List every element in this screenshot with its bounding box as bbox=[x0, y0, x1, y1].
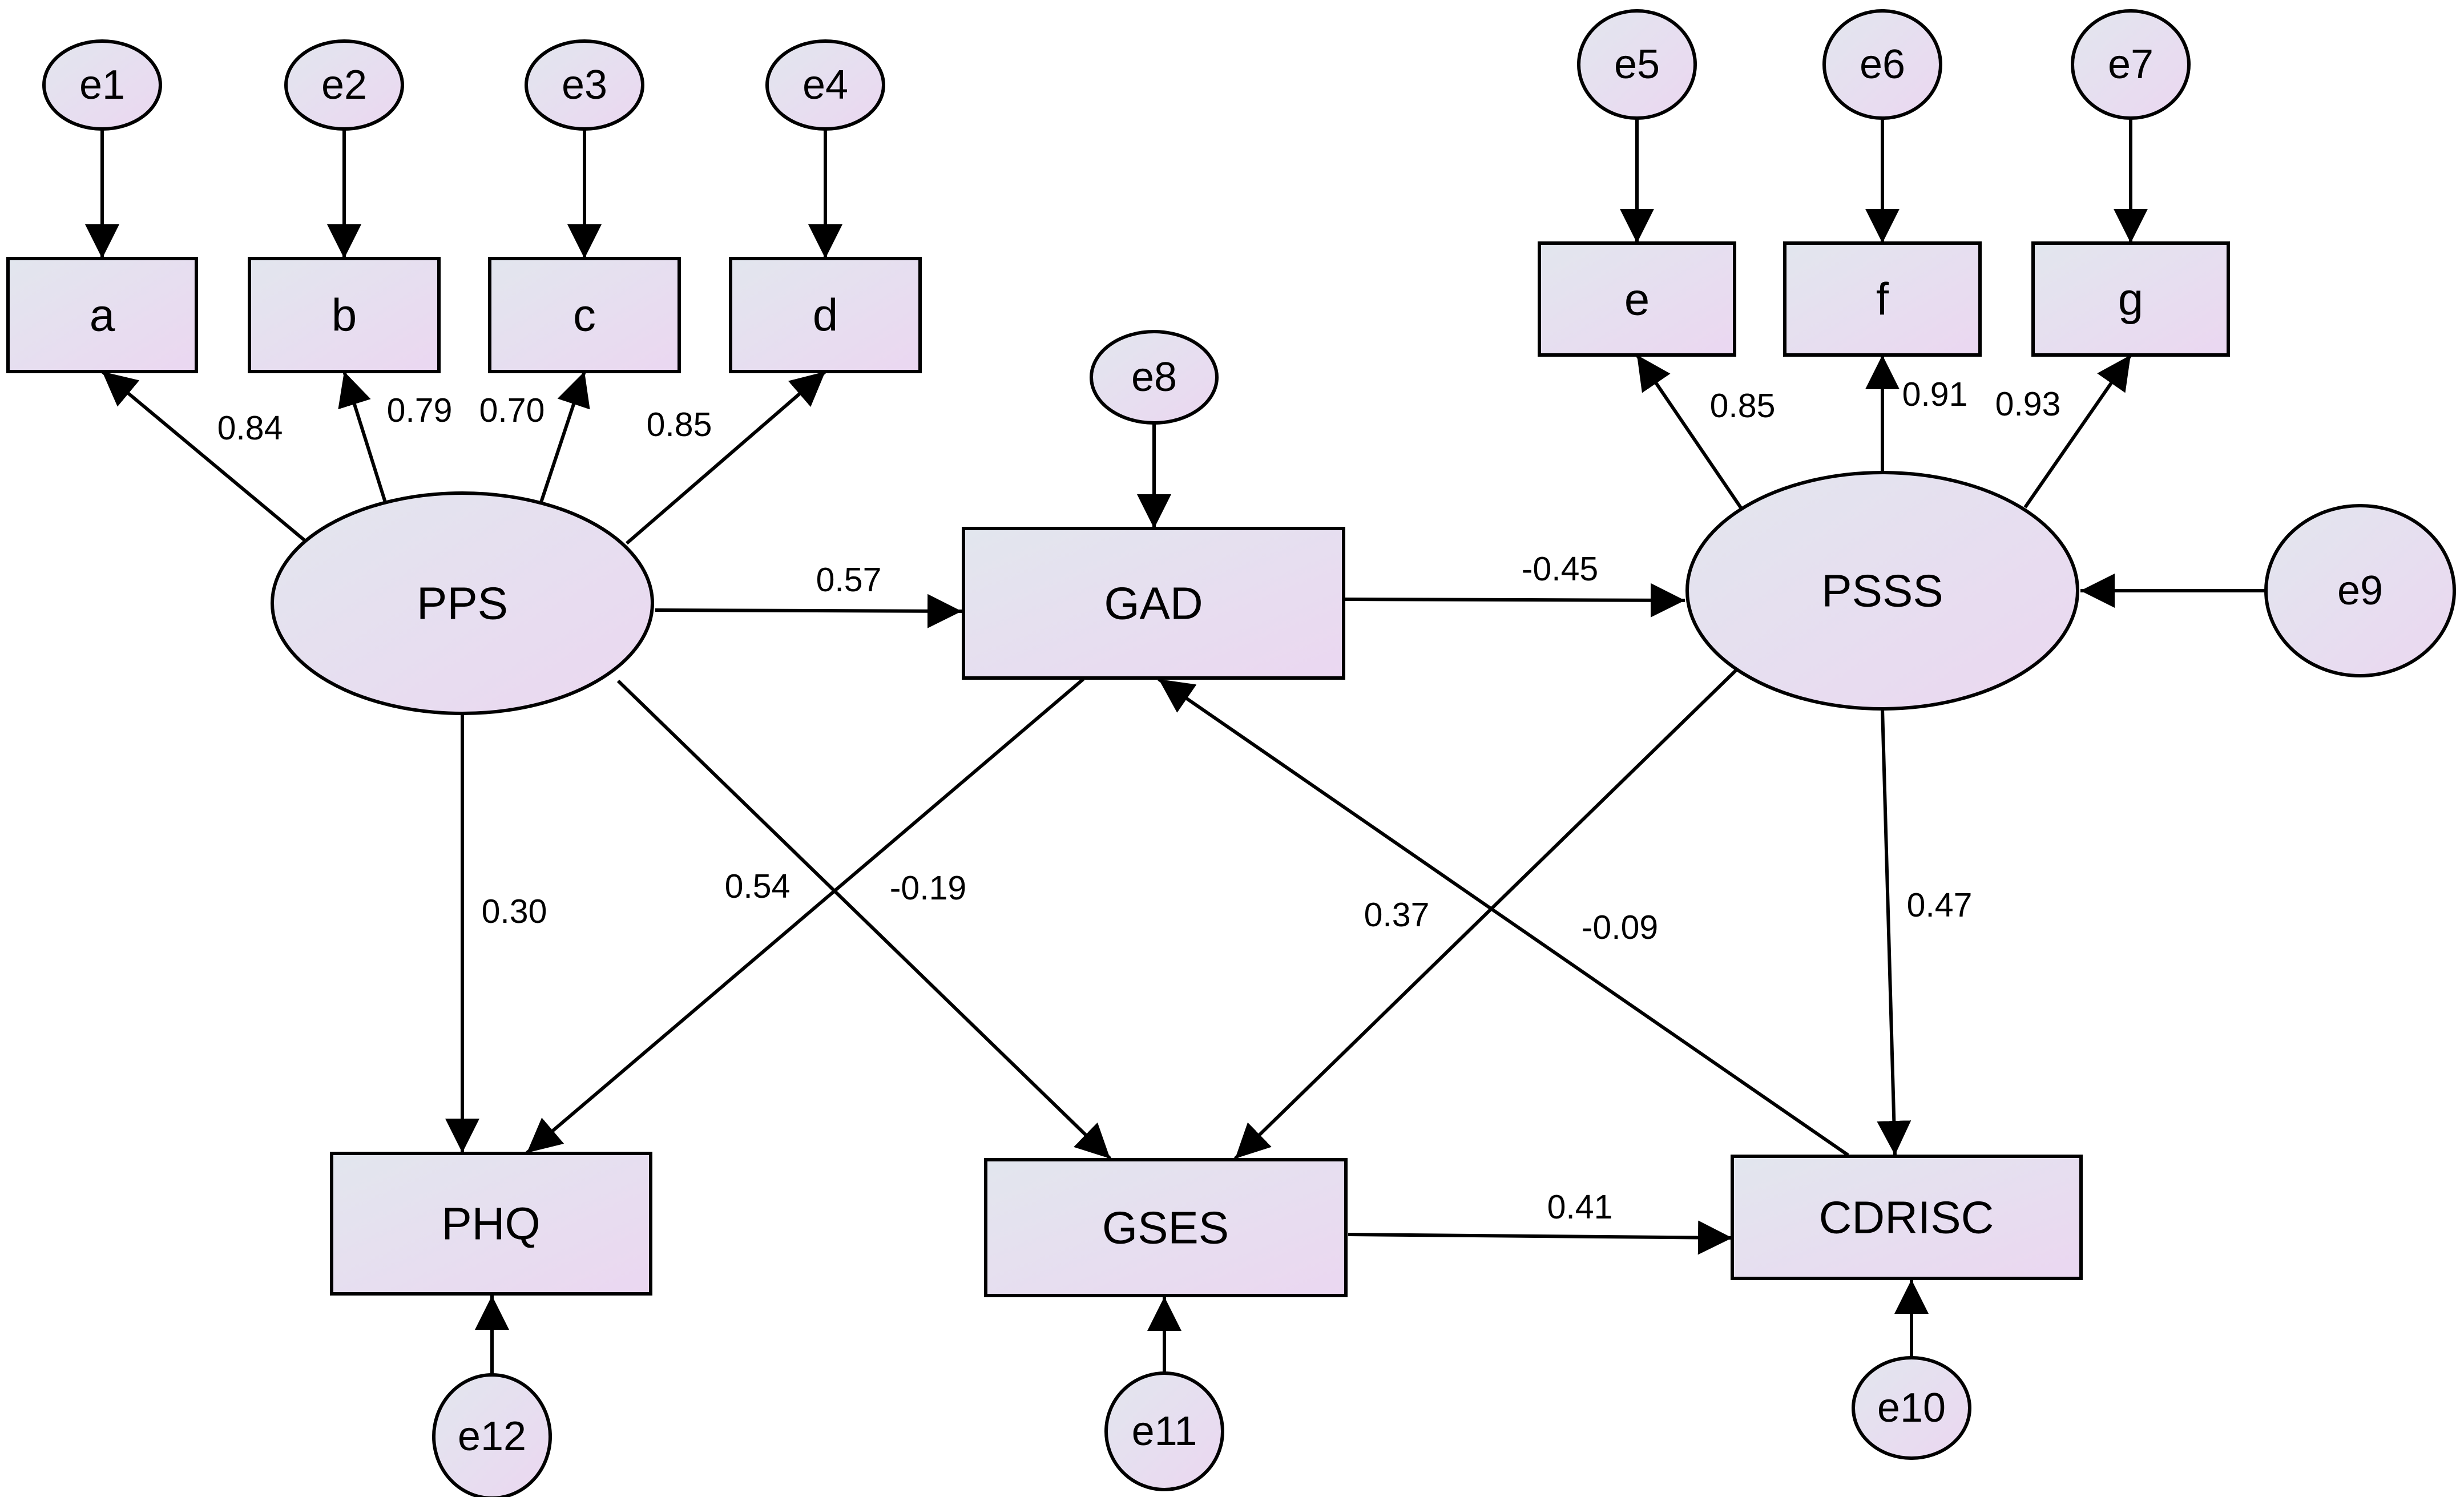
node-cdrisc: CDRISC bbox=[1731, 1155, 2083, 1280]
edge-pps-c bbox=[539, 371, 590, 503]
coef-pps-b: 0.79 bbox=[387, 392, 453, 429]
edge-gad-psss bbox=[1343, 583, 1685, 618]
edge-pps-gses bbox=[616, 679, 1112, 1160]
node-phq-label: PHQ bbox=[441, 1199, 540, 1249]
edge-psss-g bbox=[2023, 354, 2132, 509]
error-e1-label: e1 bbox=[79, 62, 125, 108]
indicator-f-label: f bbox=[1876, 274, 1889, 325]
node-gses: GSES bbox=[984, 1158, 1348, 1297]
error-e12-label: e12 bbox=[458, 1414, 526, 1459]
indicator-a: a bbox=[6, 257, 198, 373]
latent-pps: PPS bbox=[271, 491, 654, 715]
edge-pps-b bbox=[338, 371, 387, 503]
error-e10: e10 bbox=[1852, 1356, 1971, 1460]
coef-psss-g: 0.93 bbox=[1995, 385, 2061, 423]
error-e3: e3 bbox=[525, 39, 644, 131]
error-e9: e9 bbox=[2264, 504, 2456, 677]
path-coefficients: 0.84 0.79 0.70 0.85 0.85 0.91 0.93 0.57 … bbox=[217, 376, 2061, 1226]
coef-psss-gses: 0.37 bbox=[1364, 896, 1430, 934]
coef-gad-phq: 0.54 bbox=[725, 867, 791, 905]
error-e8: e8 bbox=[1090, 330, 1219, 425]
error-e5-label: e5 bbox=[1614, 42, 1660, 87]
coef-pps-gses: -0.19 bbox=[890, 869, 966, 907]
error-e7: e7 bbox=[2071, 9, 2191, 120]
coef-cdrisc-gad: -0.09 bbox=[1582, 909, 1658, 946]
indicator-c-label: c bbox=[573, 290, 596, 341]
edge-psss-gses bbox=[1233, 668, 1739, 1160]
error-e6: e6 bbox=[1822, 9, 1942, 120]
edge-pps-gad bbox=[655, 594, 962, 628]
node-gad: GAD bbox=[962, 527, 1345, 680]
observed-variables: a b c d e f g GAD bbox=[6, 241, 2230, 1297]
node-phq: PHQ bbox=[330, 1152, 652, 1296]
error-e8-label: e8 bbox=[1131, 354, 1177, 400]
indicator-d: d bbox=[729, 257, 922, 373]
edge-pps-d bbox=[626, 370, 826, 545]
coef-gad-psss: -0.45 bbox=[1522, 550, 1598, 588]
indicator-c: c bbox=[488, 257, 681, 373]
error-e1: e1 bbox=[42, 39, 162, 131]
coef-psss-f: 0.91 bbox=[1902, 376, 1968, 413]
indicator-b-label: b bbox=[332, 290, 357, 341]
error-e10-label: e10 bbox=[1877, 1385, 1946, 1431]
indicator-e: e bbox=[1538, 241, 1736, 357]
coef-psss-e: 0.85 bbox=[1710, 387, 1776, 425]
node-cdrisc-label: CDRISC bbox=[1819, 1192, 1994, 1243]
node-gad-label: GAD bbox=[1104, 578, 1203, 629]
coef-pps-phq: 0.30 bbox=[482, 893, 547, 930]
edge-cdrisc-gad bbox=[1158, 677, 1849, 1157]
error-e2-label: e2 bbox=[321, 62, 367, 108]
latent-pps-label: PPS bbox=[417, 578, 508, 629]
indicator-g: g bbox=[2031, 241, 2230, 357]
error-e2: e2 bbox=[284, 39, 404, 131]
error-e4-label: e4 bbox=[802, 62, 848, 108]
latent-psss: PSSS bbox=[1685, 471, 2079, 711]
error-e6-label: e6 bbox=[1860, 42, 1905, 87]
indicator-b: b bbox=[248, 257, 441, 373]
edge-psss-cdrisc bbox=[1877, 708, 1911, 1156]
error-e9-label: e9 bbox=[2337, 568, 2383, 614]
error-e3-label: e3 bbox=[562, 62, 607, 108]
coef-psss-cdrisc: 0.47 bbox=[1907, 886, 1973, 924]
error-e11: e11 bbox=[1104, 1371, 1224, 1491]
edge-gses-cdrisc bbox=[1348, 1220, 1733, 1255]
error-e7-label: e7 bbox=[2108, 42, 2154, 87]
latent-variables: PPS PSSS bbox=[271, 471, 2079, 715]
indicator-g-label: g bbox=[2118, 274, 2144, 325]
latent-psss-label: PSSS bbox=[1821, 566, 1943, 616]
error-terms: e1 e2 e3 e4 e5 e6 e7 e8 bbox=[42, 9, 2456, 1497]
indicator-e-label: e bbox=[1624, 274, 1650, 325]
indicator-a-label: a bbox=[90, 290, 115, 341]
edge-pps-a bbox=[101, 370, 309, 545]
coef-pps-gad: 0.57 bbox=[816, 561, 882, 599]
error-e12: e12 bbox=[432, 1373, 552, 1497]
error-e11-label: e11 bbox=[1132, 1409, 1197, 1454]
node-gses-label: GSES bbox=[1102, 1203, 1229, 1253]
coef-pps-d: 0.85 bbox=[647, 406, 712, 443]
error-e4: e4 bbox=[765, 39, 885, 131]
error-e5: e5 bbox=[1577, 9, 1697, 120]
coef-gses-cdrisc: 0.41 bbox=[1547, 1188, 1613, 1226]
edge-gad-phq bbox=[526, 677, 1084, 1155]
indicator-f: f bbox=[1783, 241, 1982, 357]
edges bbox=[85, 118, 2265, 1375]
coef-pps-c: 0.70 bbox=[479, 392, 545, 429]
coef-pps-a: 0.84 bbox=[217, 409, 283, 447]
edge-psss-e bbox=[1635, 354, 1744, 511]
indicator-d-label: d bbox=[813, 290, 838, 341]
